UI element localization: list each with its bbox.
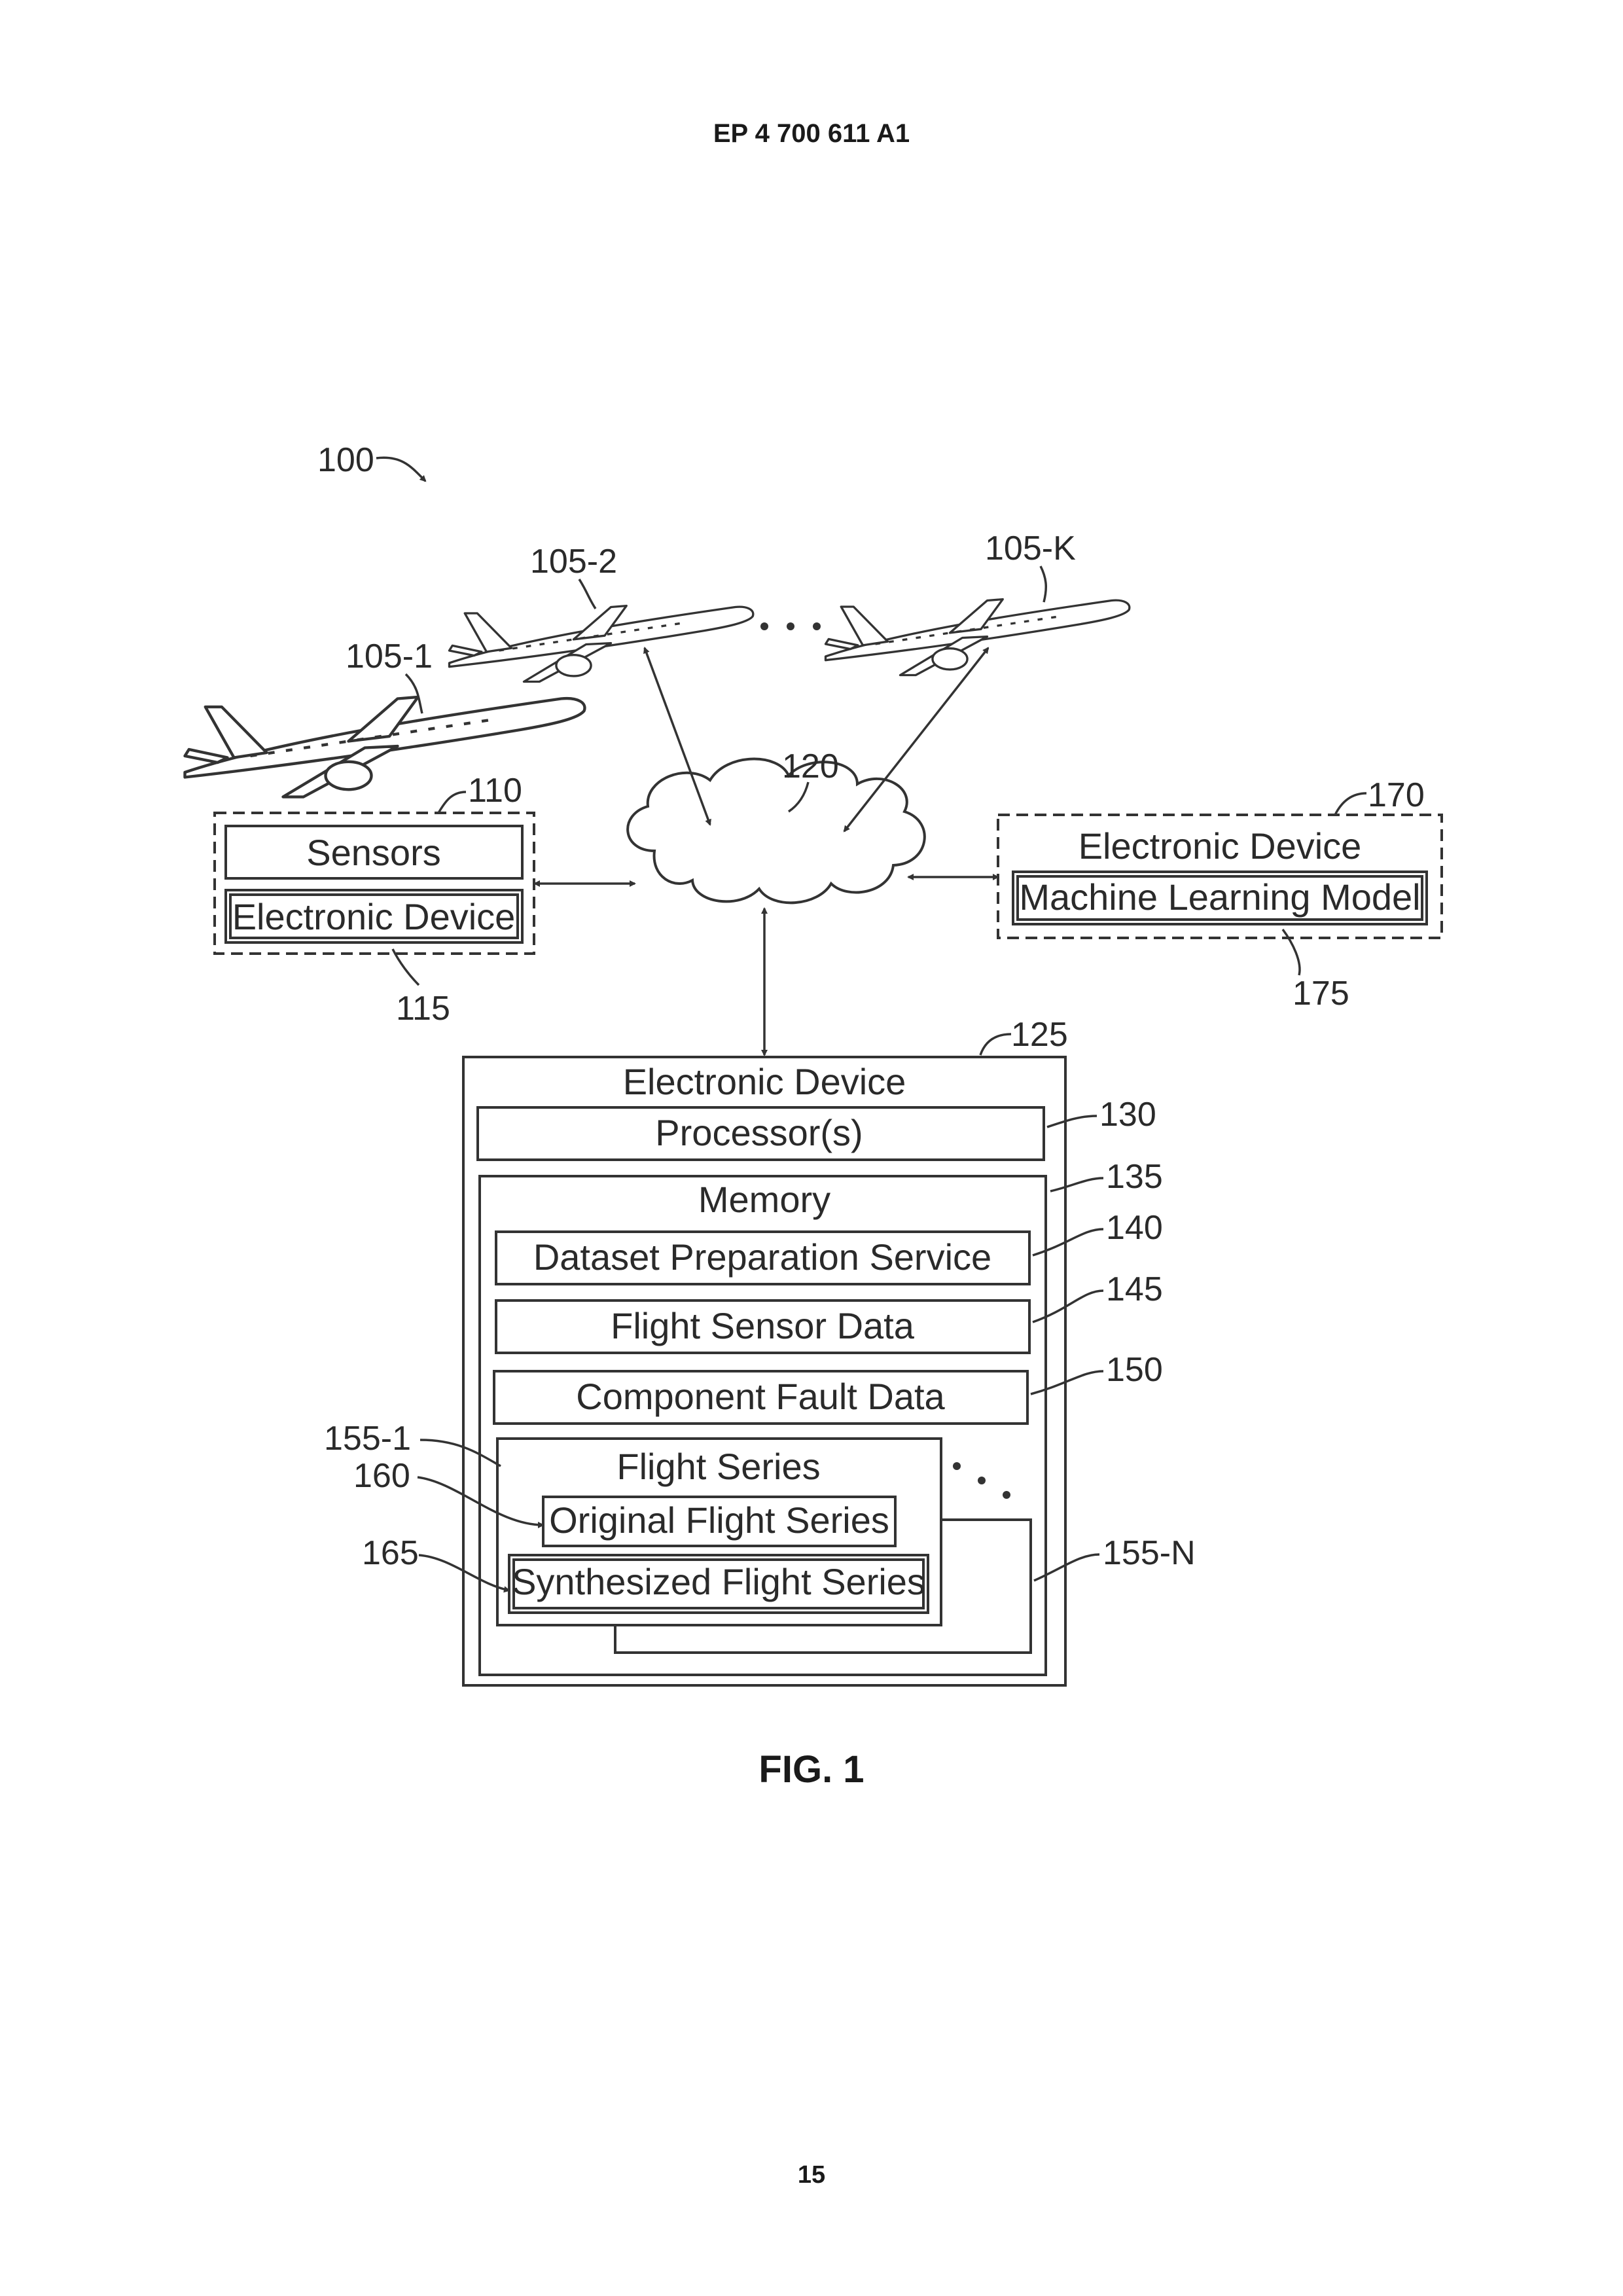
main-device-title: Electronic Device: [623, 1061, 906, 1102]
flight-sensor-data-ref: 145: [1106, 1270, 1163, 1308]
more-flight-series-ellipsis: [953, 1462, 1010, 1499]
aircraft-2-ref: 105-2: [530, 543, 617, 581]
dataset-service-label: Dataset Preparation Service: [533, 1236, 991, 1278]
aircraft-electronic-device-ref: 115: [396, 990, 450, 1028]
flight-sensor-data-label: Flight Sensor Data: [611, 1305, 915, 1346]
aircraft-electronic-device-label: Electronic Device: [232, 896, 516, 937]
aircraft-105-1: [185, 697, 585, 797]
component-fault-data-label: Component Fault Data: [576, 1376, 945, 1417]
original-flight-series-label: Original Flight Series: [549, 1499, 889, 1541]
processor-ref: 130: [1099, 1096, 1156, 1134]
synthesized-flight-series-label: Synthesized Flight Series: [512, 1561, 925, 1602]
processor-label: Processor(s): [655, 1112, 863, 1153]
original-flight-series-ref: 160: [353, 1457, 410, 1495]
link-aircraft2-network: [645, 648, 710, 825]
memory-label: Memory: [698, 1179, 830, 1220]
aircraft-105-2: [450, 606, 753, 682]
figure-caption: FIG. 1: [713, 1748, 910, 1791]
more-aircraft-ellipsis: [760, 622, 821, 630]
aircraft-device-ref: 110: [468, 772, 522, 810]
network-ref: 120: [782, 747, 839, 785]
synthesized-flight-series-ref: 165: [362, 1534, 419, 1572]
network-cloud: [628, 759, 925, 903]
aircraft-k-ref: 105-K: [985, 529, 1076, 567]
sensors-label: Sensors: [306, 832, 440, 873]
ml-model-ref: 175: [1293, 975, 1349, 1013]
ml-device-title: Electronic Device: [1079, 825, 1362, 867]
memory-ref: 135: [1106, 1158, 1163, 1196]
flight-series-label: Flight Series: [616, 1446, 820, 1487]
system-ref: 100: [317, 441, 374, 479]
ml-device-ref: 170: [1368, 776, 1425, 814]
flight-series-1-ref: 155-1: [324, 1420, 411, 1458]
ml-model-label: Machine Learning Model: [1019, 876, 1420, 918]
page-number: 15: [779, 2161, 844, 2189]
main-device-ref: 125: [1011, 1016, 1068, 1054]
aircraft-1-ref: 105-1: [346, 637, 433, 675]
dataset-service-ref: 140: [1106, 1209, 1163, 1247]
aircraft-105-k: [826, 600, 1130, 675]
flight-series-n-ref: 155-N: [1103, 1534, 1196, 1572]
component-fault-data-ref: 150: [1106, 1351, 1163, 1389]
